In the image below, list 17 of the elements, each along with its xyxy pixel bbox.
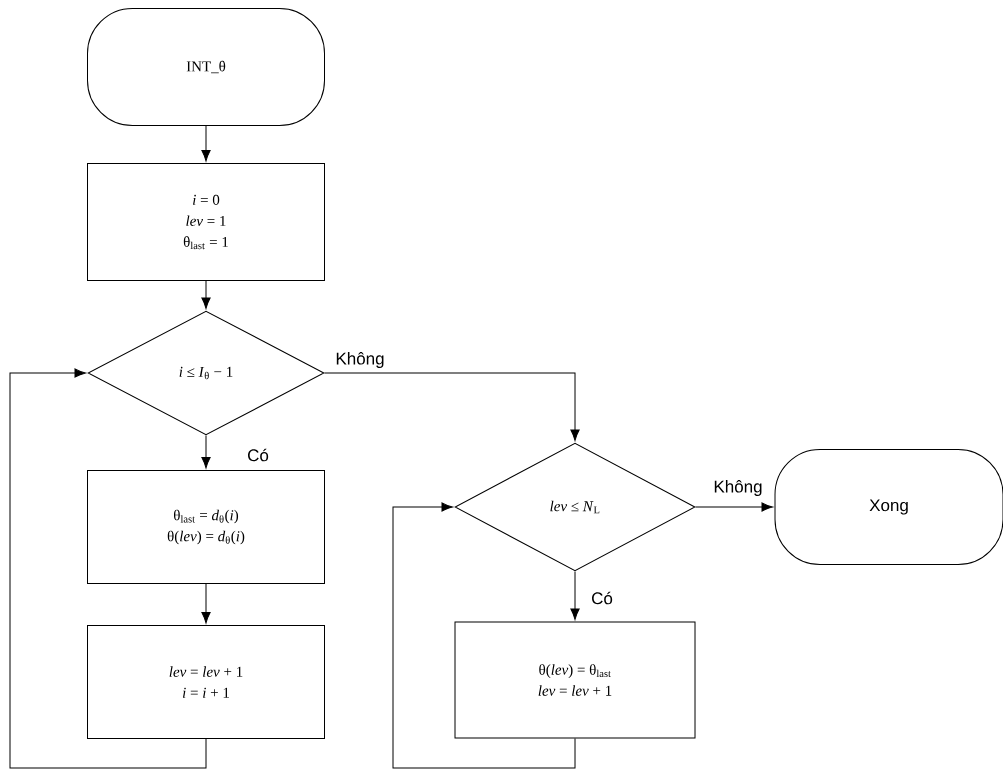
process-box: i = 0 lev = 1 θ$_{last}$ = 1: [87, 163, 325, 281]
edge-label: Không: [334, 351, 386, 369]
process-box: lev = lev + 1 i = i + 1: [87, 625, 325, 739]
edge-label: Không: [712, 479, 764, 497]
edge-label: Có: [246, 447, 270, 463]
arrow: [570, 571, 580, 620]
arrow: [201, 583, 211, 624]
arrow: [392, 502, 576, 769]
arrow: [9, 368, 207, 769]
process-box: θ(lev) = θ$_{last}$ lev = lev + 1: [454, 621, 696, 739]
arrow: [201, 280, 211, 309]
edge-label: Có: [590, 590, 614, 606]
process-box: θ$_{last}$ = d$_{θ}$(i) θ(lev) = d$_{θ}$(i): [87, 470, 325, 584]
arrow: [201, 125, 211, 162]
arrow: [324, 372, 580, 441]
arrow: [695, 502, 773, 512]
arrow: [201, 435, 211, 469]
